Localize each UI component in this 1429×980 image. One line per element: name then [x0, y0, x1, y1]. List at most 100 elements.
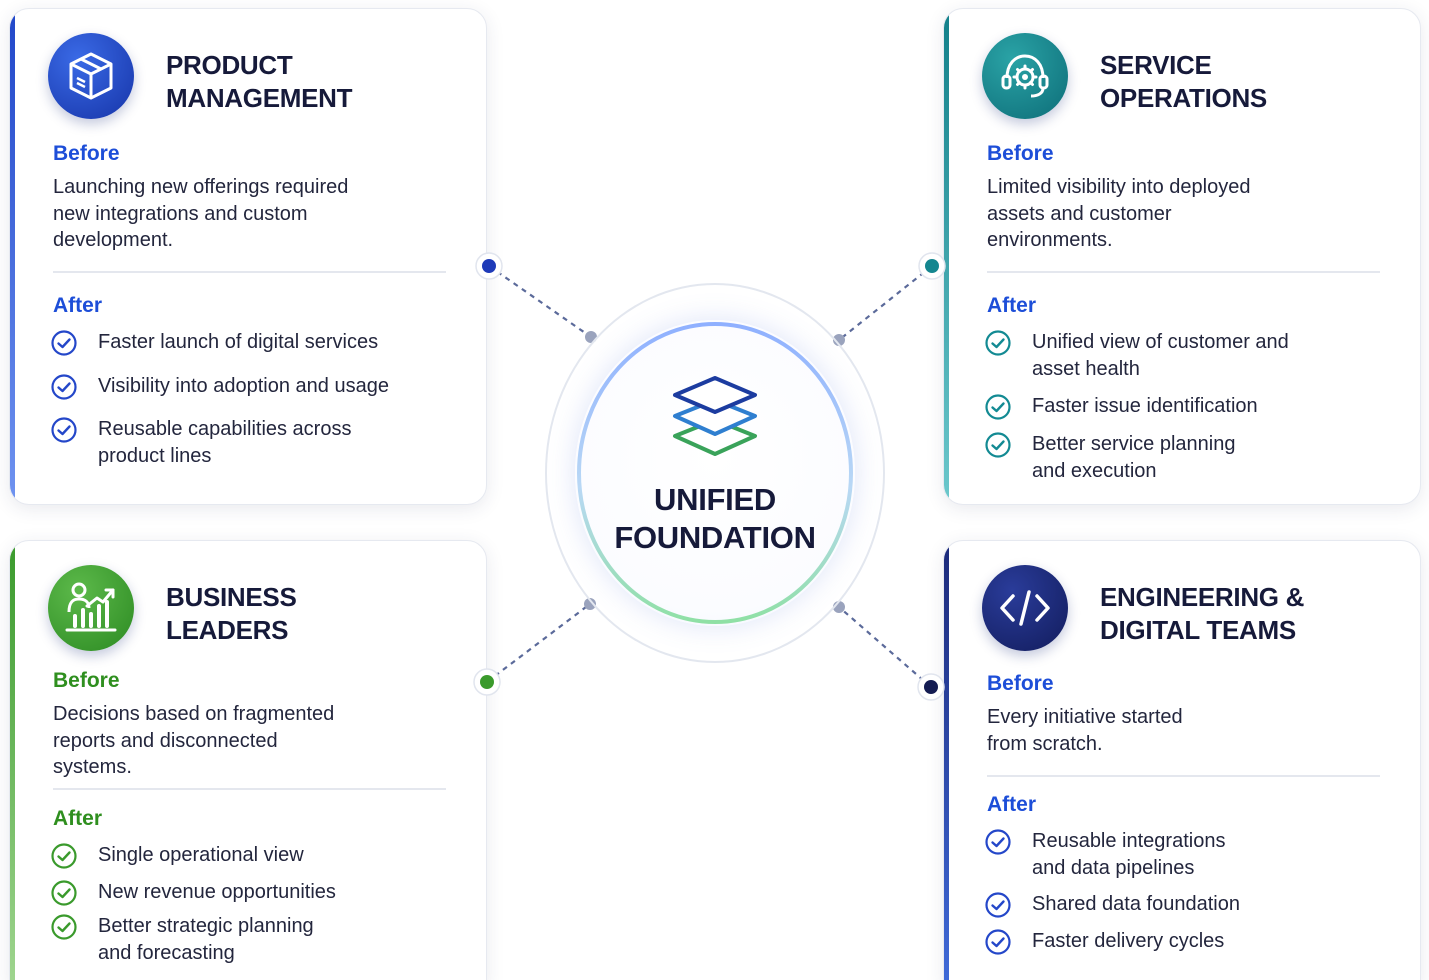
- card-accent-bar: [10, 541, 15, 980]
- after-item-text: Faster delivery cycles: [1032, 928, 1372, 955]
- check-circle-icon: [985, 432, 1011, 458]
- after-item-text: Shared data foundation: [1032, 891, 1372, 918]
- check-circle-icon: [51, 374, 77, 400]
- after-label: After: [987, 294, 1037, 317]
- hub-title-line2: FOUNDATION: [614, 520, 816, 555]
- check-circle-icon: [985, 394, 1011, 420]
- card-service-operations: SERVICE OPERATIONS Before Limited visibi…: [943, 8, 1421, 505]
- before-line: development.: [53, 229, 174, 251]
- after-item-text: Faster issue identification: [1032, 393, 1372, 420]
- card-title: PRODUCT MANAGEMENT: [166, 49, 353, 115]
- hub-circle: [575, 320, 855, 626]
- leader-growth-chart-icon-badge: [48, 565, 134, 651]
- before-line: Launching new offerings required: [53, 176, 349, 198]
- card-title: BUSINESS LEADERS: [166, 581, 297, 647]
- before-line: from scratch.: [987, 732, 1103, 755]
- before-text: Limited visibility into deployed assets …: [987, 174, 1347, 254]
- code-brackets-icon-badge: [982, 565, 1068, 651]
- before-label: Before: [987, 142, 1054, 165]
- check-circle-icon: [51, 843, 77, 869]
- after-item-line: and forecasting: [98, 941, 235, 964]
- after-item-line: Better service planning: [1032, 433, 1236, 455]
- after-label: After: [53, 807, 103, 830]
- after-label: After: [987, 793, 1037, 816]
- after-label: After: [53, 294, 103, 317]
- after-item-text: New revenue opportunities: [98, 879, 438, 906]
- card-title-line2: DIGITAL TEAMS: [1100, 615, 1296, 645]
- after-item-line: Shared data foundation: [1032, 893, 1240, 915]
- hub-gradient-ring: [577, 322, 853, 624]
- check-circle-icon: [985, 829, 1011, 855]
- after-item-text: Better strategic planning and forecastin…: [98, 913, 438, 966]
- check-circle-icon: [985, 330, 1011, 356]
- after-item-line: asset health: [1032, 357, 1140, 380]
- card-accent-bar: [944, 541, 949, 980]
- connector-business: [486, 603, 591, 683]
- check-circle-icon: [985, 929, 1011, 955]
- after-item-line: Reusable capabilities across: [98, 418, 352, 440]
- after-item-line: Unified view of customer and: [1032, 331, 1289, 353]
- before-line: assets and customer: [987, 202, 1172, 225]
- card-title-line2: LEADERS: [166, 615, 289, 645]
- card-title-line2: MANAGEMENT: [166, 83, 353, 113]
- after-item-line: New revenue opportunities: [98, 881, 336, 903]
- after-item-line: Single operational view: [98, 844, 304, 866]
- card-accent-bar: [10, 9, 15, 504]
- cube-box-icon: [69, 52, 113, 100]
- before-label: Before: [53, 142, 120, 165]
- card-business-leaders: BUSINESS LEADERS Before Decisions based …: [9, 540, 487, 980]
- after-item-line: and execution: [1032, 459, 1157, 482]
- before-line: environments.: [987, 229, 1113, 251]
- card-title-line1: ENGINEERING &: [1100, 582, 1305, 612]
- connector-engineering: [838, 606, 932, 688]
- leader-growth-chart-icon: [65, 582, 117, 632]
- divider: [53, 788, 446, 790]
- stacked-layers-icon: [673, 376, 757, 456]
- after-item-line: Better strategic planning: [98, 915, 314, 937]
- gear-headset-icon: [1001, 54, 1049, 98]
- before-line: systems.: [53, 756, 132, 778]
- divider: [987, 775, 1380, 777]
- card-title-line1: BUSINESS: [166, 582, 297, 612]
- after-item-line: Faster delivery cycles: [1032, 930, 1225, 952]
- card-title-line1: SERVICE: [1100, 50, 1212, 80]
- divider: [53, 271, 446, 273]
- cube-box-icon-badge: [48, 33, 134, 119]
- after-item-line: product lines: [98, 444, 212, 467]
- check-circle-icon: [985, 892, 1011, 918]
- card-title-line1: PRODUCT: [166, 50, 293, 80]
- card-title: ENGINEERING & DIGITAL TEAMS: [1100, 581, 1304, 647]
- after-item-text: Reusable integrations and data pipelines: [1032, 828, 1372, 881]
- hub-title-line1: UNIFIED: [654, 482, 776, 517]
- after-item-text: Unified view of customer and asset healt…: [1032, 329, 1372, 382]
- connector-product: [488, 265, 592, 338]
- code-brackets-icon: [1000, 590, 1050, 626]
- card-engineering-digital-teams: ENGINEERING & DIGITAL TEAMS Before Every…: [943, 540, 1421, 980]
- after-item-line: Visibility into adoption and usage: [98, 375, 389, 397]
- check-circle-icon: [51, 914, 77, 940]
- hub-outer-ring: [545, 283, 885, 663]
- check-circle-icon: [51, 880, 77, 906]
- after-item-text: Faster launch of digital services: [98, 329, 438, 356]
- before-line: new integrations and custom: [53, 202, 308, 225]
- card-title: SERVICE OPERATIONS: [1100, 49, 1267, 115]
- before-line: Decisions based on fragmented: [53, 703, 335, 725]
- before-label: Before: [53, 669, 120, 692]
- after-item-text: Visibility into adoption and usage: [98, 373, 438, 400]
- after-item-text: Better service planning and execution: [1032, 431, 1372, 484]
- check-circle-icon: [51, 330, 77, 356]
- after-item-line: Faster launch of digital services: [98, 331, 379, 353]
- after-item-line: Reusable integrations: [1032, 830, 1226, 852]
- hub-title: UNIFIED FOUNDATION: [575, 481, 855, 557]
- before-text: Launching new offerings required new int…: [53, 174, 413, 254]
- card-accent-bar: [944, 9, 949, 504]
- check-circle-icon: [51, 417, 77, 443]
- after-item-text: Single operational view: [98, 842, 438, 869]
- before-text: Decisions based on fragmented reports an…: [53, 701, 413, 781]
- gear-headset-icon-badge: [982, 33, 1068, 119]
- before-label: Before: [987, 672, 1054, 695]
- before-line: Limited visibility into deployed: [987, 176, 1251, 198]
- card-product-management: PRODUCT MANAGEMENT Before Launching new …: [9, 8, 487, 505]
- divider: [987, 271, 1380, 273]
- before-line: Every initiative started: [987, 706, 1183, 728]
